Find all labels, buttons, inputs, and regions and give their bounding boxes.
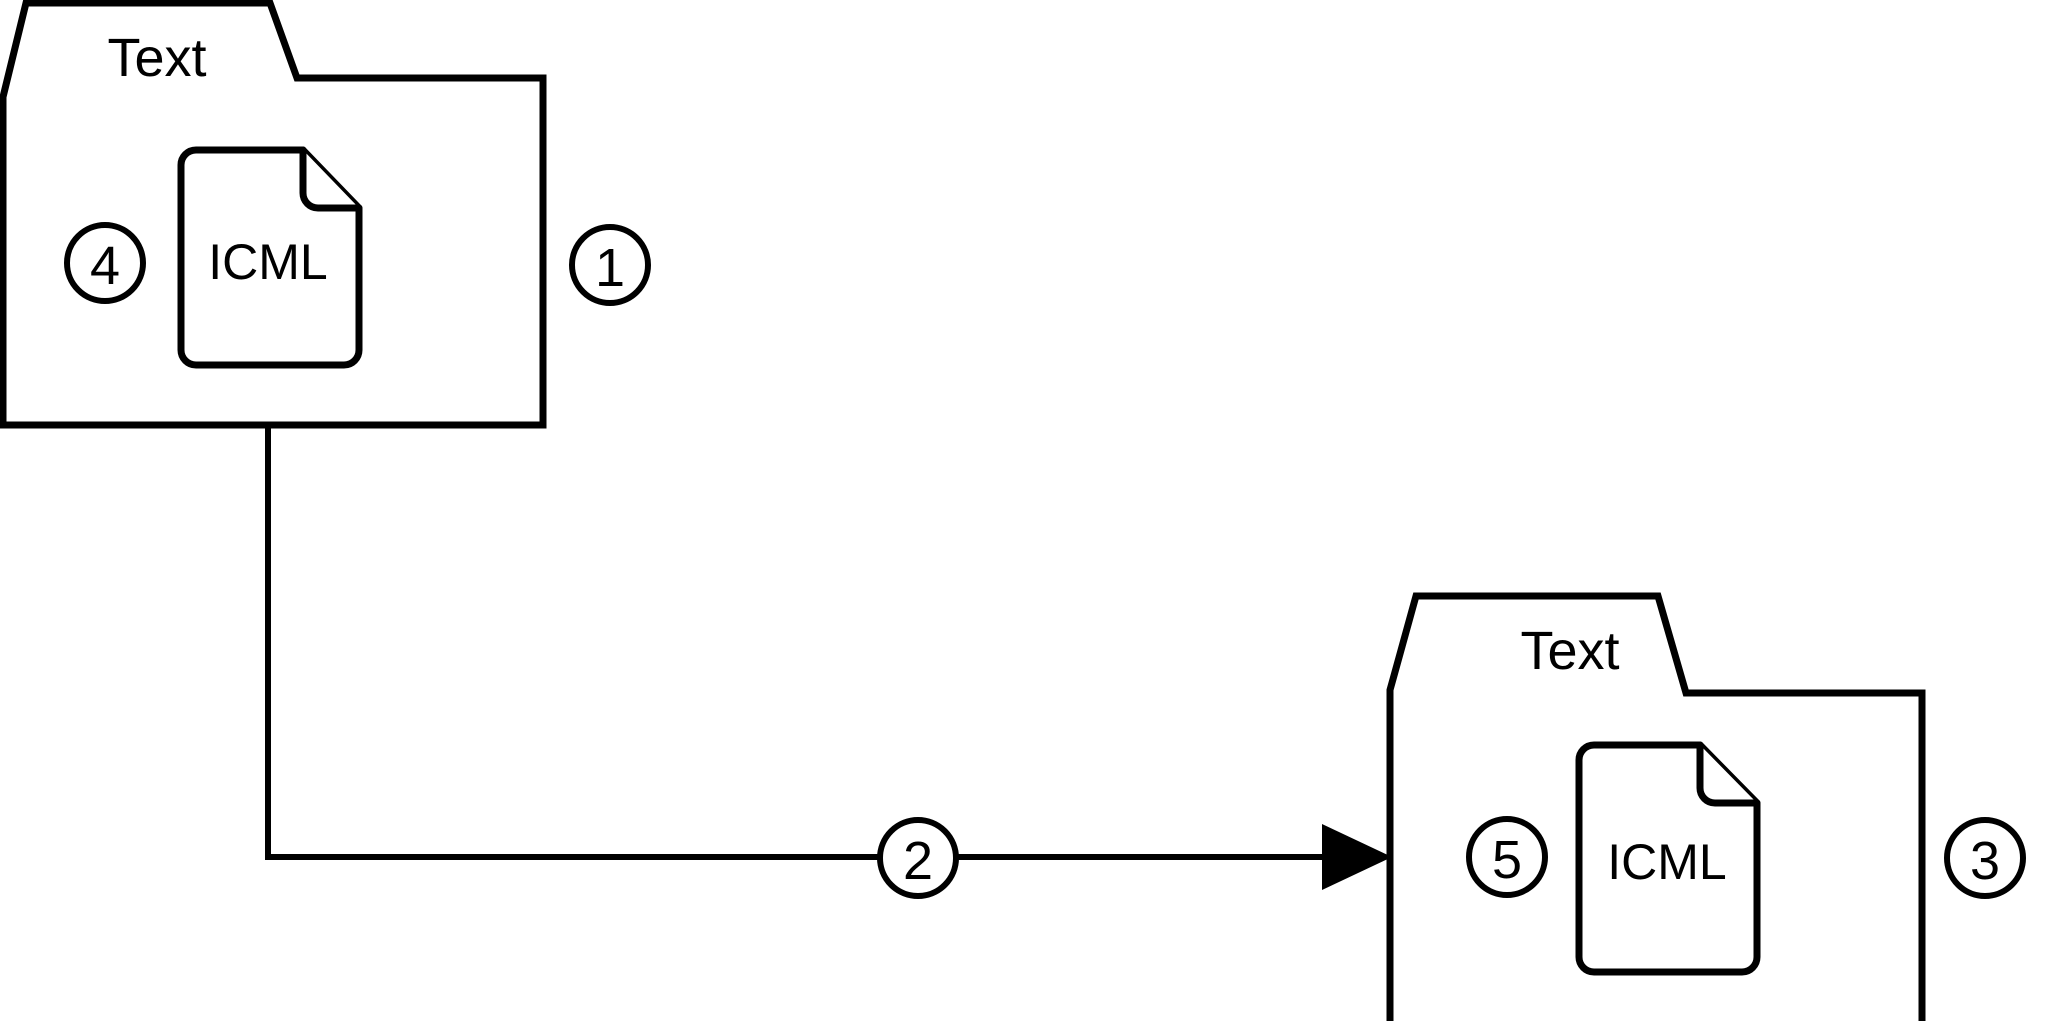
connector-path xyxy=(265,425,1325,860)
badge-four[interactable]: 4 xyxy=(64,222,146,304)
arrow-head-icon xyxy=(1322,824,1392,890)
edge-source-to-target[interactable] xyxy=(265,425,1392,890)
document-label: ICML xyxy=(208,234,327,290)
badge-four-label: 4 xyxy=(90,236,120,296)
folder-source-label: Text xyxy=(107,28,206,88)
badge-five-label: 5 xyxy=(1492,830,1522,890)
badge-five-circle xyxy=(1466,816,1548,898)
badge-three-label: 3 xyxy=(1970,831,2000,891)
folder-target[interactable]: Text ICML 5 xyxy=(1386,592,1926,1021)
folder-target-outline xyxy=(1386,592,1926,1021)
folder-target-document[interactable]: ICML xyxy=(1575,741,1761,976)
badge-five[interactable]: 5 xyxy=(1466,816,1548,898)
document-label: ICML xyxy=(1607,834,1726,890)
badge-two-label: 2 xyxy=(903,831,933,891)
badge-two-circle xyxy=(877,817,959,899)
folder-target-label: Text xyxy=(1520,621,1619,681)
badge-one[interactable]: 1 xyxy=(569,224,651,306)
badge-three-circle xyxy=(1944,817,2026,899)
badge-four-circle xyxy=(64,222,146,304)
document-fold-corner-icon xyxy=(1696,741,1761,807)
folder-source-outline xyxy=(0,0,547,429)
badge-one-circle xyxy=(569,224,651,306)
badge-one-label: 1 xyxy=(595,238,625,298)
document-fold-corner-icon xyxy=(299,146,363,212)
badge-two[interactable]: 2 xyxy=(877,817,959,899)
folder-source-document[interactable]: ICML xyxy=(177,146,363,369)
folder-source[interactable]: Text ICML 4 xyxy=(0,0,547,429)
badge-three[interactable]: 3 xyxy=(1944,817,2026,899)
